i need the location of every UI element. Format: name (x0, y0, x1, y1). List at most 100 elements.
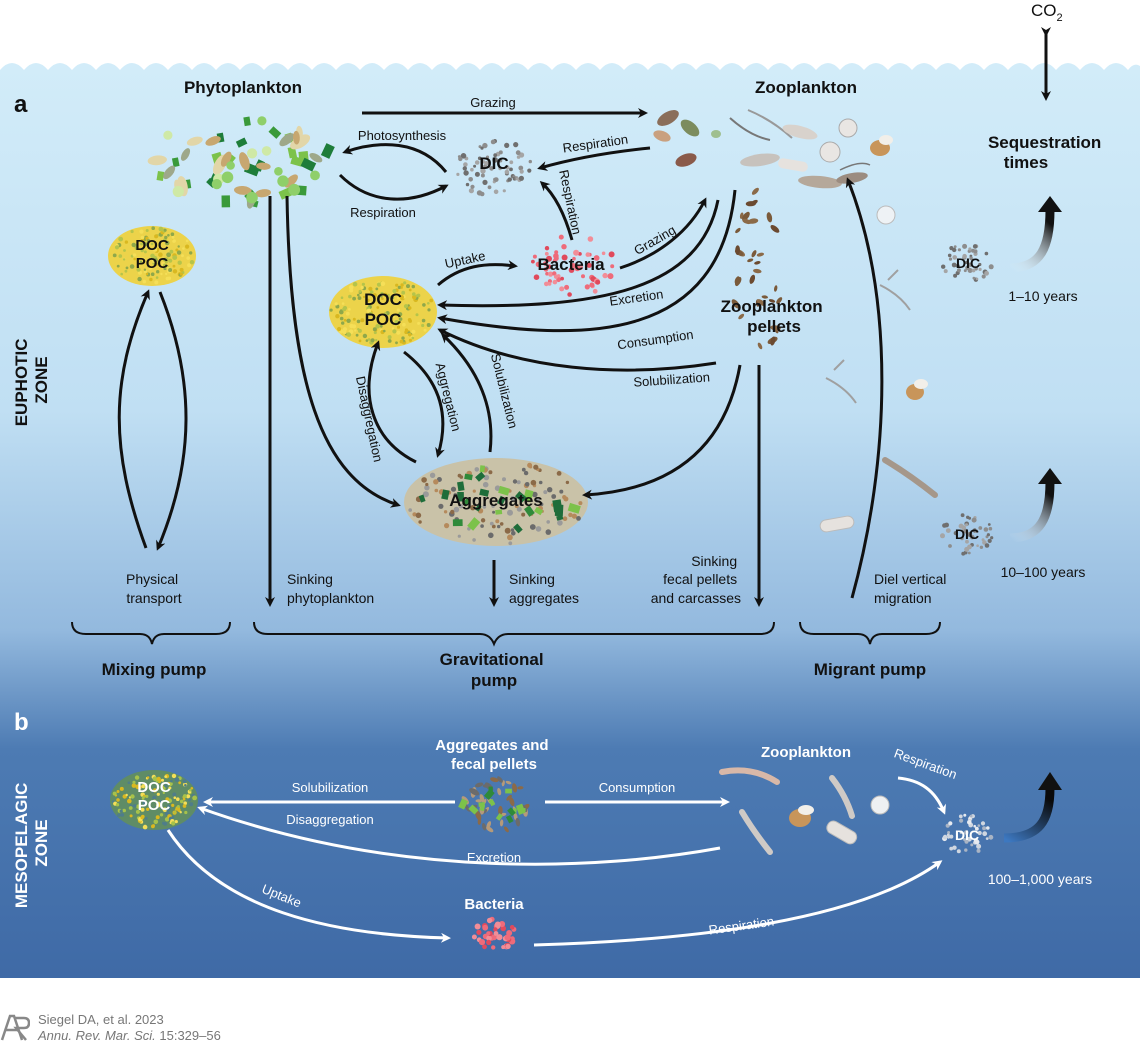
particle (495, 813, 504, 821)
particle (552, 271, 557, 276)
particle (182, 804, 187, 808)
particle (429, 298, 434, 303)
particle (387, 293, 390, 297)
particle (341, 302, 345, 305)
photosynthesis-label: Photosynthesis (358, 128, 447, 143)
particle (489, 521, 494, 526)
particle (379, 324, 383, 328)
particle (543, 490, 548, 495)
disaggregation-label-meso: Disaggregation (286, 812, 373, 827)
particle (334, 302, 338, 306)
particle (458, 798, 468, 810)
particle (513, 523, 523, 534)
particle (146, 776, 150, 779)
particle (156, 803, 161, 808)
particle (438, 503, 444, 509)
particle (192, 795, 198, 801)
particle (168, 268, 173, 272)
particle (149, 277, 153, 282)
particle (348, 285, 354, 290)
particle (561, 244, 567, 250)
particle (509, 797, 515, 807)
particle (965, 260, 969, 264)
dic-label-euphotic: DIC (479, 154, 508, 173)
particle (366, 298, 370, 303)
particle (527, 168, 532, 173)
particle (953, 273, 958, 278)
phytoplankton-cluster (147, 116, 335, 209)
particle (352, 281, 358, 287)
particle (421, 318, 426, 323)
particle (161, 778, 164, 782)
particle (534, 506, 544, 516)
particle (154, 280, 159, 285)
particle (129, 264, 135, 269)
zooplankton-pellets (731, 187, 783, 350)
particle (155, 815, 160, 820)
particle (977, 824, 981, 827)
particle (493, 927, 498, 932)
particle (287, 146, 298, 159)
particle (480, 173, 485, 178)
particle (187, 263, 192, 268)
particle (477, 156, 482, 161)
particle (578, 501, 583, 506)
particle (988, 834, 994, 840)
particle (970, 843, 974, 847)
particle (406, 284, 410, 289)
particle (182, 797, 186, 801)
particle (567, 292, 572, 297)
particle (528, 159, 532, 164)
particle (956, 849, 961, 854)
particle (152, 788, 157, 793)
particle (498, 805, 503, 816)
particle (978, 267, 982, 271)
particle (504, 142, 510, 148)
particle (427, 308, 431, 312)
solubilization-label-meso: Solubilization (292, 780, 369, 795)
particle (982, 540, 987, 545)
particle (284, 174, 298, 188)
particle (966, 515, 970, 519)
agg-fecal-cluster (458, 776, 530, 833)
particle (412, 512, 417, 517)
particle (151, 226, 155, 230)
particle (412, 292, 416, 296)
particle (156, 792, 160, 796)
particle (756, 252, 765, 257)
particle (465, 807, 472, 812)
particle (125, 266, 129, 270)
particle (990, 536, 994, 540)
panel-label-a: a (14, 91, 28, 118)
particle (164, 235, 168, 240)
grazing-label-top: Grazing (470, 95, 516, 110)
particle (489, 166, 494, 171)
particle (153, 258, 158, 263)
particle (508, 541, 513, 546)
particle (974, 266, 978, 271)
physical-transport-label: Physical transport (126, 571, 182, 606)
particle (421, 323, 425, 328)
particle (959, 818, 964, 823)
seq-arrow-3 (1003, 787, 1055, 843)
particle (418, 520, 422, 524)
particle (468, 177, 474, 182)
brace-gravitational (253, 621, 775, 647)
particle (570, 263, 576, 268)
particle (398, 312, 403, 317)
seq-arrowhead-3 (1038, 772, 1062, 790)
particle (488, 786, 493, 793)
particle (116, 798, 120, 802)
particle (373, 331, 377, 335)
excretion-arrow (437, 199, 720, 311)
particle (268, 126, 282, 139)
particle (140, 242, 143, 246)
particle (753, 268, 762, 274)
particle (574, 265, 581, 272)
particle (170, 779, 173, 783)
particle (173, 796, 177, 799)
particle (174, 777, 180, 782)
particle (358, 289, 362, 293)
particle (486, 917, 493, 924)
